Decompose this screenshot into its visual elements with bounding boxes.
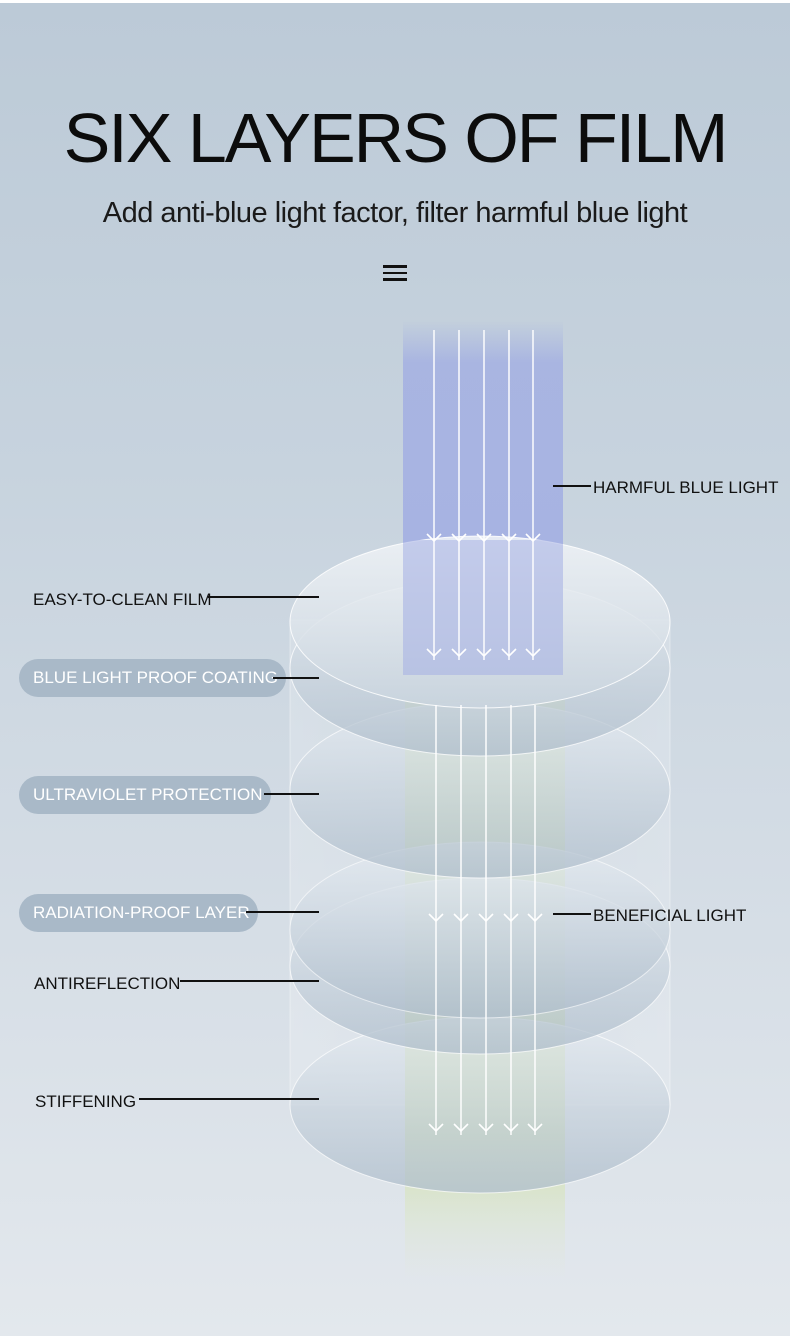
arrowhead-icon [428, 1123, 444, 1133]
beneficial-light-label: BENEFICIAL LIGHT [593, 906, 747, 925]
arrowhead-icon [426, 533, 442, 543]
arrowhead-icon [478, 913, 494, 923]
arrowhead-icon [501, 533, 517, 543]
layer-leader-antireflection [180, 980, 319, 982]
layer-leader-blue-light-proof [273, 677, 319, 679]
layer-label-blue-light-proof: BLUE LIGHT PROOF COATING [19, 659, 286, 697]
arrowhead-icon [501, 648, 517, 658]
layer-leader-easy-to-clean [208, 596, 319, 598]
layer-leader-ultraviolet [264, 793, 319, 795]
layer-leader-stiffening [139, 1098, 319, 1100]
menu-icon[interactable] [383, 265, 407, 281]
layer-leader-radiation-proof [246, 911, 319, 913]
arrowhead-icon [426, 648, 442, 658]
arrowhead-icon [476, 533, 492, 543]
layer-label-antireflection: ANTIREFLECTION [34, 974, 181, 993]
arrowhead-icon [527, 913, 543, 923]
layer-label-stiffening: STIFFENING [35, 1092, 137, 1111]
harmful-light-arrows [433, 330, 534, 660]
harmful-light-leader [553, 485, 591, 487]
page-subtitle: Add anti-blue light factor, filter harmf… [102, 197, 688, 229]
harmful-light-label: HARMFUL BLUE LIGHT [593, 478, 779, 497]
arrowhead-icon [476, 648, 492, 658]
layer-label-radiation-proof: RADIATION-PROOF LAYER [19, 894, 258, 932]
arrowhead-icon [451, 533, 467, 543]
arrowhead-icon [451, 648, 467, 658]
top-border [0, 0, 790, 3]
page-title: SIX LAYERS OF FILM [63, 99, 729, 177]
arrowhead-icon [453, 1123, 469, 1133]
arrowhead-icon [503, 1123, 519, 1133]
arrowhead-icon [428, 913, 444, 923]
arrowhead-icon [527, 1123, 543, 1133]
beneficial-light-leader [553, 913, 591, 915]
arrowhead-icon [453, 913, 469, 923]
arrowhead-icon [503, 913, 519, 923]
arrowhead-icon [525, 648, 541, 658]
arrowhead-icon [525, 533, 541, 543]
layer-label-easy-to-clean: EASY-TO-CLEAN FILM [33, 590, 212, 609]
layer-label-ultraviolet: ULTRAVIOLET PROTECTION [19, 776, 271, 814]
arrowhead-icon [478, 1123, 494, 1133]
